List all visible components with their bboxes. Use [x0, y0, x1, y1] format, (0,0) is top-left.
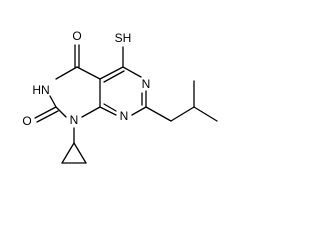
bond-c5-n6 — [122, 66, 142, 78]
n-bottom-ring-label: N — [120, 109, 129, 123]
bond-n1-c2 — [55, 106, 67, 118]
nh-label: HN — [32, 83, 49, 97]
bond-c2-o-b — [36, 110, 59, 123]
bond-cp-b — [73, 142, 87, 164]
structure-canvas: O SH HN N O N N — [22, 29, 218, 164]
thiol-label: SH — [115, 31, 132, 45]
oxygen-top-label: O — [72, 29, 81, 43]
bond-n8-c8a-inner — [103, 103, 117, 112]
bond-c4a-c5 — [99, 66, 124, 80]
oxygen-left-label: O — [22, 114, 31, 128]
atom-labels: O SH HN N O N N — [22, 29, 150, 128]
chemical-structure-diagram: O SH HN N O N N — [22, 29, 218, 164]
bond-c2-o-a — [34, 106, 57, 119]
bond-ch-ch3-a — [193, 106, 218, 122]
bond-c4a-c5-inner — [103, 70, 125, 83]
bond-n3-c4 — [55, 66, 78, 80]
bond-c8a-n1 — [81, 106, 101, 118]
bonds — [34, 44, 218, 164]
bond-c7-ch2 — [145, 106, 172, 122]
bond-c2-n3 — [49, 95, 57, 108]
bond-c4-c4a — [76, 66, 101, 80]
bond-n8-c8a — [99, 106, 117, 116]
n-pyrimidine-right-label: N — [142, 77, 151, 91]
bond-c7-n8 — [131, 106, 147, 116]
bond-cp-a — [61, 142, 75, 164]
n1-cyclopropyl-label: N — [70, 113, 79, 127]
bond-ch2-ch — [170, 106, 195, 122]
